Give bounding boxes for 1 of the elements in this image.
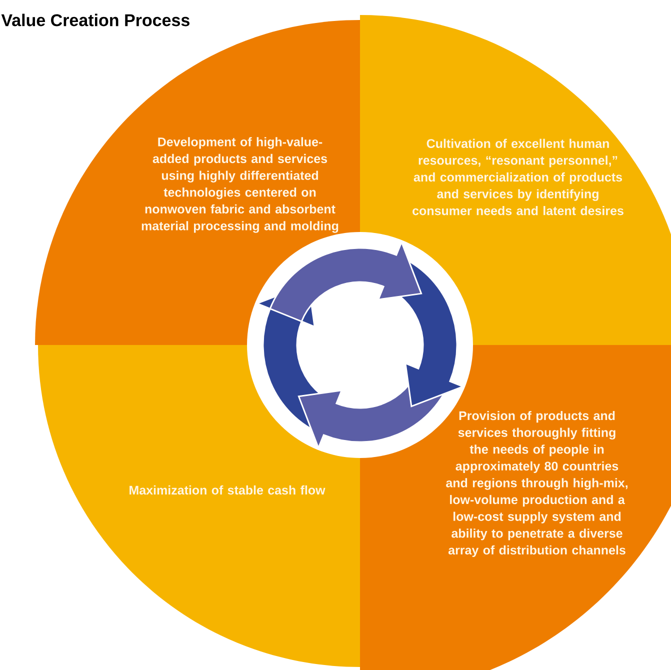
quadrant-sector: Provision of products and services thoroughly fitting the needs of people in approximately 80 countries and regions through high-mix, low-volume production and a low-cost supply system and ability to penetrate a diverse array of distribution channels	[360, 345, 671, 670]
